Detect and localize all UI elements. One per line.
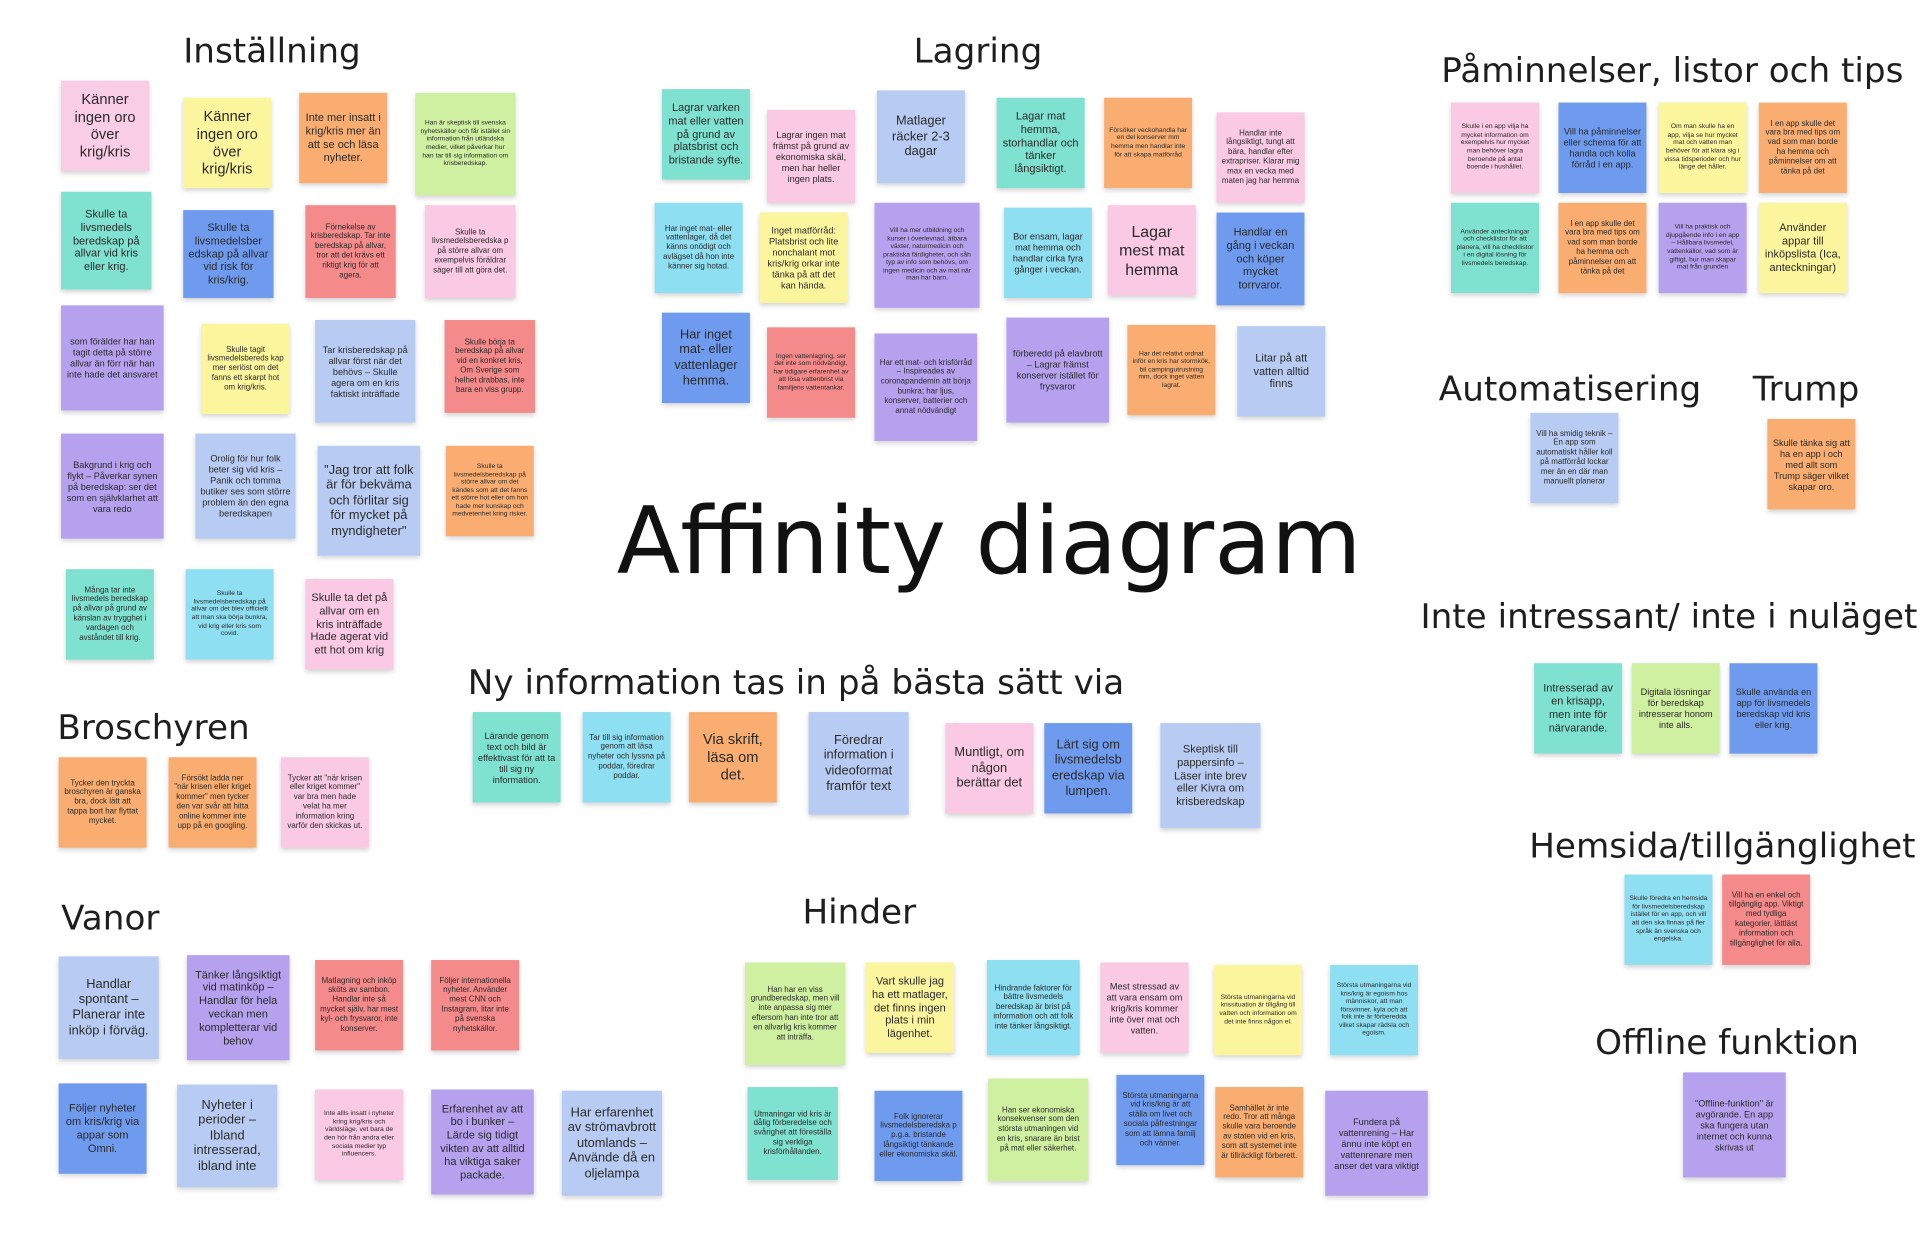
heading-installning: Inställning [183, 30, 361, 71]
sticky-note[interactable]: Skulle ta livsmedels beredskap på allvar… [61, 191, 152, 290]
heading-offline: Offline funktion [1595, 1022, 1859, 1063]
sticky-note[interactable]: Handlar spontant – Planerar inte inköp i… [58, 956, 159, 1059]
sticky-note[interactable]: Matlagning och inköp sköts av sambon. Ha… [315, 960, 404, 1051]
heading-trump: Trump [1752, 368, 1860, 410]
sticky-note[interactable]: Han har en viss grundberedskap, men vill… [745, 962, 846, 1066]
sticky-note[interactable]: Följer internationella nyheter. Använder… [431, 960, 520, 1051]
heading-automatisering: Automatisering [1438, 368, 1702, 410]
sticky-note[interactable]: "Jag tror att folk är för bekväma och fö… [317, 445, 421, 556]
sticky-note[interactable]: Följer nyheter om kris/krig via appar so… [58, 1083, 147, 1174]
sticky-note[interactable]: Skulle föredra en hemsida för livsmedels… [1624, 874, 1713, 965]
sticky-note[interactable]: Skulle börja ta beredskap på allvar vid … [444, 320, 535, 413]
sticky-note[interactable]: Skulle ta livsmedelsber edskap på allvar… [183, 210, 274, 299]
sticky-note[interactable]: Digitala lösningar för beredskap intress… [1631, 663, 1720, 754]
sticky-note[interactable]: Bakgrund i krig och flykt – Påverkar syn… [61, 433, 164, 539]
sticky-note[interactable]: Utmaningar vid kris är dålig förberedels… [747, 1087, 838, 1180]
sticky-note[interactable]: Skeptisk till pappersinfo – Läser inte b… [1160, 723, 1261, 829]
sticky-note[interactable]: Lagar mat hemma, storhandlar och tänker … [996, 97, 1085, 189]
sticky-note[interactable]: Skulle ta det på allvar om en kris inträ… [305, 578, 394, 670]
sticky-note[interactable]: Litar på att vatten alltid finns [1237, 326, 1326, 417]
sticky-note[interactable]: I en app skulle det vara bra med tips om… [1558, 202, 1647, 294]
heading-nyinfo: Ny information tas in på bästa sätt via [467, 661, 1125, 703]
sticky-note[interactable]: Har erfarenhet av strömavbrott utomlands… [561, 1090, 662, 1196]
sticky-note[interactable]: Lagrar varken mat eller vatten på grund … [661, 89, 750, 180]
sticky-note[interactable]: Vill ha en enkel och tillgänglig app. Vi… [1722, 874, 1811, 965]
sticky-note[interactable]: Förnekelse av krisberedskap. Tar inte be… [305, 205, 396, 299]
sticky-note[interactable]: Inte allls insatt i nyheter kring krig/k… [315, 1089, 404, 1180]
heading-lagring: Lagring [913, 30, 1043, 71]
sticky-note[interactable]: Samhället är inte redo. Tror att många s… [1215, 1087, 1304, 1178]
sticky-note[interactable]: I en app skulle det vara bra med tips om… [1758, 102, 1847, 193]
sticky-note[interactable]: Skulle tänka sig att ha en app i och med… [1767, 418, 1856, 510]
sticky-note[interactable]: Tänker långsiktigt vid matinköp – Handla… [186, 955, 290, 1061]
sticky-note[interactable]: Via skrift, läsa om det. [688, 712, 777, 803]
sticky-note[interactable]: Lagrar ingen mat främst på grund av ekon… [767, 109, 855, 203]
sticky-note[interactable]: Matlager räcker 2-3 dagar [876, 90, 965, 184]
diagram-title: Affinity diagram [616, 486, 1362, 595]
sticky-note[interactable]: Orolig för hur folk beter sig vid kris –… [195, 433, 296, 539]
sticky-note[interactable]: Ingen vattenlagring, ser det inte som nö… [767, 327, 855, 418]
sticky-note[interactable]: Tycker att "när krisen eller kriget komm… [280, 757, 369, 848]
sticky-note[interactable]: Många tar inte livsmedels beredskap på a… [65, 569, 154, 660]
sticky-note[interactable]: Vill ha påminnelser eller schema för att… [1558, 102, 1647, 193]
sticky-note[interactable]: Vill ha mer utbildning och kurser i över… [874, 202, 980, 308]
sticky-note[interactable]: Hindrande faktorer för bättre livsmedels… [986, 960, 1080, 1056]
sticky-note[interactable]: Skulle ta livsmedelsberedskap på allvar … [185, 569, 274, 660]
sticky-note[interactable]: Känner ingen oro över krig/kris [183, 97, 272, 189]
sticky-note[interactable]: Har ett mat- och krisförråd – Inspireade… [874, 333, 978, 441]
sticky-note[interactable]: Skulle i en app vilja ha mycket informat… [1451, 102, 1539, 193]
sticky-note[interactable]: Han ser ekonomiska konsekvenser som den … [988, 1078, 1089, 1182]
sticky-note[interactable]: Inte mer insatt i krig/kris mer än att s… [299, 92, 388, 184]
sticky-note[interactable]: Handlar en gång i veckan och köper mycke… [1216, 212, 1305, 306]
sticky-note[interactable]: Skulle ta livsmedelsberedskap på större … [445, 445, 534, 537]
sticky-note[interactable]: Bor ensam, lagar mat hemma och handlar c… [1003, 207, 1092, 299]
sticky-note[interactable]: Vill ha smidig teknik – En app som autom… [1530, 412, 1619, 504]
sticky-note[interactable]: förberedd på elavbrott – Lagrar främst k… [1006, 317, 1110, 423]
sticky-note[interactable]: Mest stressad av att vara ensam om krig/… [1100, 962, 1189, 1053]
sticky-note[interactable]: Fundera på vattenrening – Har ännu inte … [1325, 1090, 1428, 1196]
sticky-note[interactable]: Största utmaningarna vid kris/krig är eg… [1330, 964, 1419, 1056]
sticky-note[interactable]: Inget matförråd: Platsbrist och lite non… [759, 212, 848, 303]
sticky-note[interactable]: Vill ha praktisk och djupgående info i e… [1658, 202, 1747, 294]
sticky-note[interactable]: Största utmaningarna vid kris/krig är at… [1116, 1074, 1205, 1166]
sticky-note[interactable]: Tar till sig information genom att läsa … [582, 712, 671, 803]
heading-vanor: Vanor [61, 897, 160, 939]
sticky-note[interactable]: Försökt ladda ner "när krisen eller krig… [168, 757, 257, 848]
sticky-note[interactable]: Handlar inte långsiktigt, tungt att bära… [1216, 112, 1305, 203]
sticky-note[interactable]: Erfarenhet av att bo i bunker – Lärde si… [431, 1089, 534, 1195]
sticky-note[interactable]: Tar krisberedskap på allvar först när de… [315, 320, 416, 423]
sticky-note[interactable]: Försöker veckohandla har en del konserve… [1104, 97, 1193, 189]
sticky-note[interactable]: Föredrar information i videoformat framf… [808, 712, 909, 815]
sticky-note[interactable]: Skulle ta livsmedelsberedska p på större… [425, 205, 516, 299]
heading-hinder: Hinder [802, 891, 917, 932]
sticky-note[interactable]: Har inget mat- eller vattenlager hemma. [661, 312, 750, 404]
sticky-note[interactable]: Lagar mest mat hemma [1107, 205, 1196, 296]
sticky-note[interactable]: Tycker den tryckta broschyren är ganska … [58, 757, 147, 848]
sticky-note[interactable]: Intresserad av en krisapp, men inte för … [1534, 663, 1623, 754]
sticky-note[interactable]: Har inget mat- eller vattenlager, då det… [654, 202, 743, 294]
sticky-note[interactable]: Lärande genom text och bild är effektiva… [472, 712, 561, 803]
sticky-note[interactable]: Han är skeptisk till svenska nyhetskällo… [415, 92, 516, 196]
sticky-note[interactable]: som förälder har han tagit detta på stör… [61, 305, 164, 411]
sticky-note[interactable]: Skulle tagit livsmedelsbereds kap mer se… [201, 323, 290, 415]
sticky-note[interactable]: Använder anteckningar och checklistor fö… [1451, 202, 1539, 294]
sticky-note[interactable]: Nyheter i perioder – Ibland intresserad,… [177, 1084, 278, 1188]
sticky-note[interactable]: Vart skulle jag ha ett matlager, det fin… [865, 962, 954, 1053]
heading-ointressant: Inte intressant/ inte i nuläget [1420, 596, 1918, 637]
sticky-note[interactable]: Största utmaningarna vid krissituation ä… [1214, 964, 1303, 1056]
heading-broschyren: Broschyren [57, 707, 250, 748]
sticky-note[interactable]: Muntligt, om någon berättar det [945, 723, 1034, 814]
sticky-note[interactable]: Om man skulle ha en app, vilja se hur my… [1658, 102, 1747, 193]
heading-hemsida: Hemsida/tillgänglighet [1529, 825, 1916, 866]
sticky-note[interactable]: Folk ignorerar livsmedelsberedska p p.g.… [874, 1090, 963, 1182]
sticky-note[interactable]: Skulle använda en app för livsmedels ber… [1729, 663, 1818, 754]
heading-paminnelser: Påminnelser, listor och tips [1441, 50, 1904, 91]
sticky-note[interactable]: Använder appar till inköpslista (Ica, an… [1758, 202, 1847, 294]
sticky-note[interactable]: Lärt sig om livsmedelsb eredskap via lum… [1044, 723, 1133, 814]
sticky-note[interactable]: Känner ingen oro över krig/kris [61, 80, 150, 171]
sticky-note[interactable]: "Offline-funktion" är avgörande. En app … [1683, 1072, 1786, 1178]
sticky-note[interactable]: Har det relativt ordnat inför en kris ha… [1127, 324, 1216, 416]
